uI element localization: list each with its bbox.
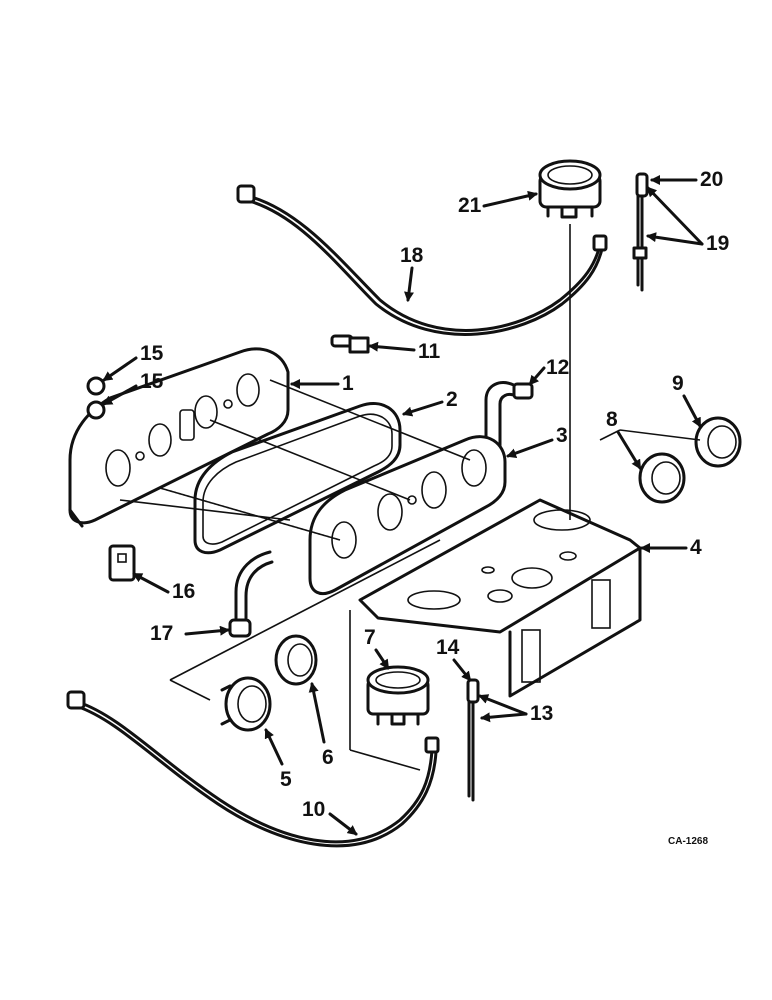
callout-1: 1 (342, 372, 354, 395)
callout-labels: 1 2 3 4 5 6 7 8 9 10 11 12 13 14 15 15 1… (102, 168, 729, 836)
callout-13: 13 (530, 702, 553, 725)
alignment-lines (119, 224, 701, 701)
callout-8: 8 (606, 408, 618, 431)
part-21-gauge (538, 159, 602, 219)
callout-4: 4 (690, 536, 702, 559)
callout-19: 19 (706, 232, 729, 255)
callout-17: 17 (150, 622, 173, 645)
part-12-tube (484, 381, 534, 462)
part-10-speedometer-cable-lower (66, 690, 440, 848)
drawing-code: CA-1268 (668, 836, 708, 847)
part-19-20-sender (632, 172, 649, 292)
callout-6: 6 (322, 746, 334, 769)
part-17-fitting (228, 550, 274, 638)
part-1-instrument-panel (68, 347, 290, 528)
part-16-clip (108, 544, 136, 582)
part-18-speedometer-cable-upper (236, 184, 608, 336)
part-6-gauge (274, 634, 318, 686)
callout-3: 3 (556, 424, 568, 447)
callout-9: 9 (672, 372, 684, 395)
callout-15b: 15 (140, 370, 164, 393)
callout-20: 20 (700, 168, 723, 191)
part-13-14-sender (466, 678, 480, 802)
part-8-gauge (638, 452, 686, 504)
part-7-gauge (366, 665, 430, 726)
callout-15a: 15 (140, 342, 164, 365)
callout-18: 18 (400, 244, 424, 267)
callout-11: 11 (418, 340, 441, 363)
part-3-bezel (308, 435, 507, 595)
callout-7: 7 (364, 626, 376, 649)
callout-16: 16 (172, 580, 195, 603)
part-11-sender (330, 334, 370, 354)
part-9-gauge (694, 416, 742, 468)
callout-21: 21 (458, 194, 482, 217)
part-15-nuts (86, 376, 106, 420)
callout-12: 12 (546, 356, 569, 379)
callout-14: 14 (436, 636, 460, 659)
callout-5: 5 (280, 768, 292, 791)
part-2-gasket (193, 402, 402, 555)
callout-10: 10 (302, 798, 325, 821)
callout-2: 2 (446, 388, 458, 411)
part-5-gauge (220, 676, 272, 732)
